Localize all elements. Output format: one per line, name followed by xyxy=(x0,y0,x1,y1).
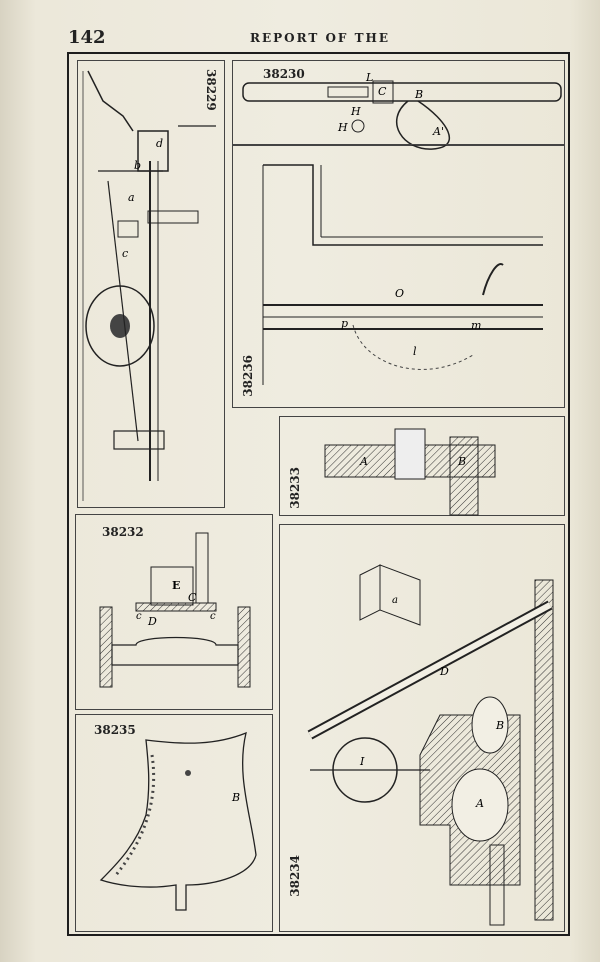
figure-38235-number: 38235 xyxy=(94,723,136,737)
figure-38232-letter-c2: c xyxy=(210,611,216,622)
figure-38232-letter-D: D xyxy=(148,615,157,628)
figure-38235-letter-B: B xyxy=(232,791,241,804)
figure-38233-panel: 38233 A B xyxy=(279,416,565,516)
figure-38234-letter-D: D xyxy=(440,665,449,678)
figure-38234-drawing xyxy=(307,564,554,926)
figure-38232-number: 38232 xyxy=(102,525,144,539)
figure-38234-letter-A: A xyxy=(476,797,484,810)
figure-38229-letter-d: d xyxy=(156,137,164,150)
figure-38229-letter-c: c xyxy=(122,247,129,260)
running-head: REPORT OF THE xyxy=(250,31,391,45)
figure-38230-number: 38230 xyxy=(263,67,305,81)
figure-38234-letter-a: a xyxy=(392,595,398,606)
figure-38236-letter-O: O xyxy=(395,287,405,300)
figure-38229-number: 38229 xyxy=(204,69,218,111)
figure-38229-panel: 38229 d b a c xyxy=(77,60,225,508)
figure-38235-panel: 38235 B xyxy=(75,714,273,932)
figure-38234-panel: 38234 D B I A a xyxy=(279,524,565,932)
figure-38230-drawing xyxy=(242,80,562,150)
figure-38229-letter-a: a xyxy=(128,191,135,204)
figure-38230-letter-H1: H xyxy=(351,105,361,118)
figure-38236-panel: 38236 O p m l xyxy=(232,144,565,408)
figure-38236-letter-m: m xyxy=(471,319,482,332)
figure-38232-panel: 38232 E C D c c xyxy=(75,514,273,710)
figure-38236-letter-p: p xyxy=(341,317,349,330)
figure-38233-drawing xyxy=(324,428,496,516)
figure-38236-letter-l: l xyxy=(413,345,417,358)
figure-38229-drawing xyxy=(82,70,216,501)
figure-38233-letter-B: B xyxy=(458,455,467,468)
figure-38230-letter-C: C xyxy=(378,85,387,98)
figure-38232-letter-c1: c xyxy=(136,611,142,622)
figure-38232-letter-C: C xyxy=(188,591,197,604)
figure-38236-drawing xyxy=(262,164,543,385)
figure-38229-letter-b: b xyxy=(134,159,142,172)
figure-38234-letter-B: B xyxy=(496,719,505,732)
figure-38230-panel: 38230 L C B H H A' xyxy=(232,60,565,150)
figure-38232-letter-E: E xyxy=(172,579,181,592)
plate-frame: 38229 d b a c 38230 xyxy=(67,52,570,936)
figure-38234-letter-I: I xyxy=(360,755,365,768)
figure-38232-drawing xyxy=(99,532,251,688)
figure-38230-letter-L: L xyxy=(366,71,374,84)
figure-38235-drawing xyxy=(99,731,257,911)
figure-38233-letter-A: A xyxy=(360,455,368,468)
page-number: 142 xyxy=(68,27,106,48)
figure-38230-letter-H2: H xyxy=(338,121,348,134)
figure-38230-letter-B: B xyxy=(415,88,424,101)
figure-38230-letter-A: A' xyxy=(433,125,444,138)
